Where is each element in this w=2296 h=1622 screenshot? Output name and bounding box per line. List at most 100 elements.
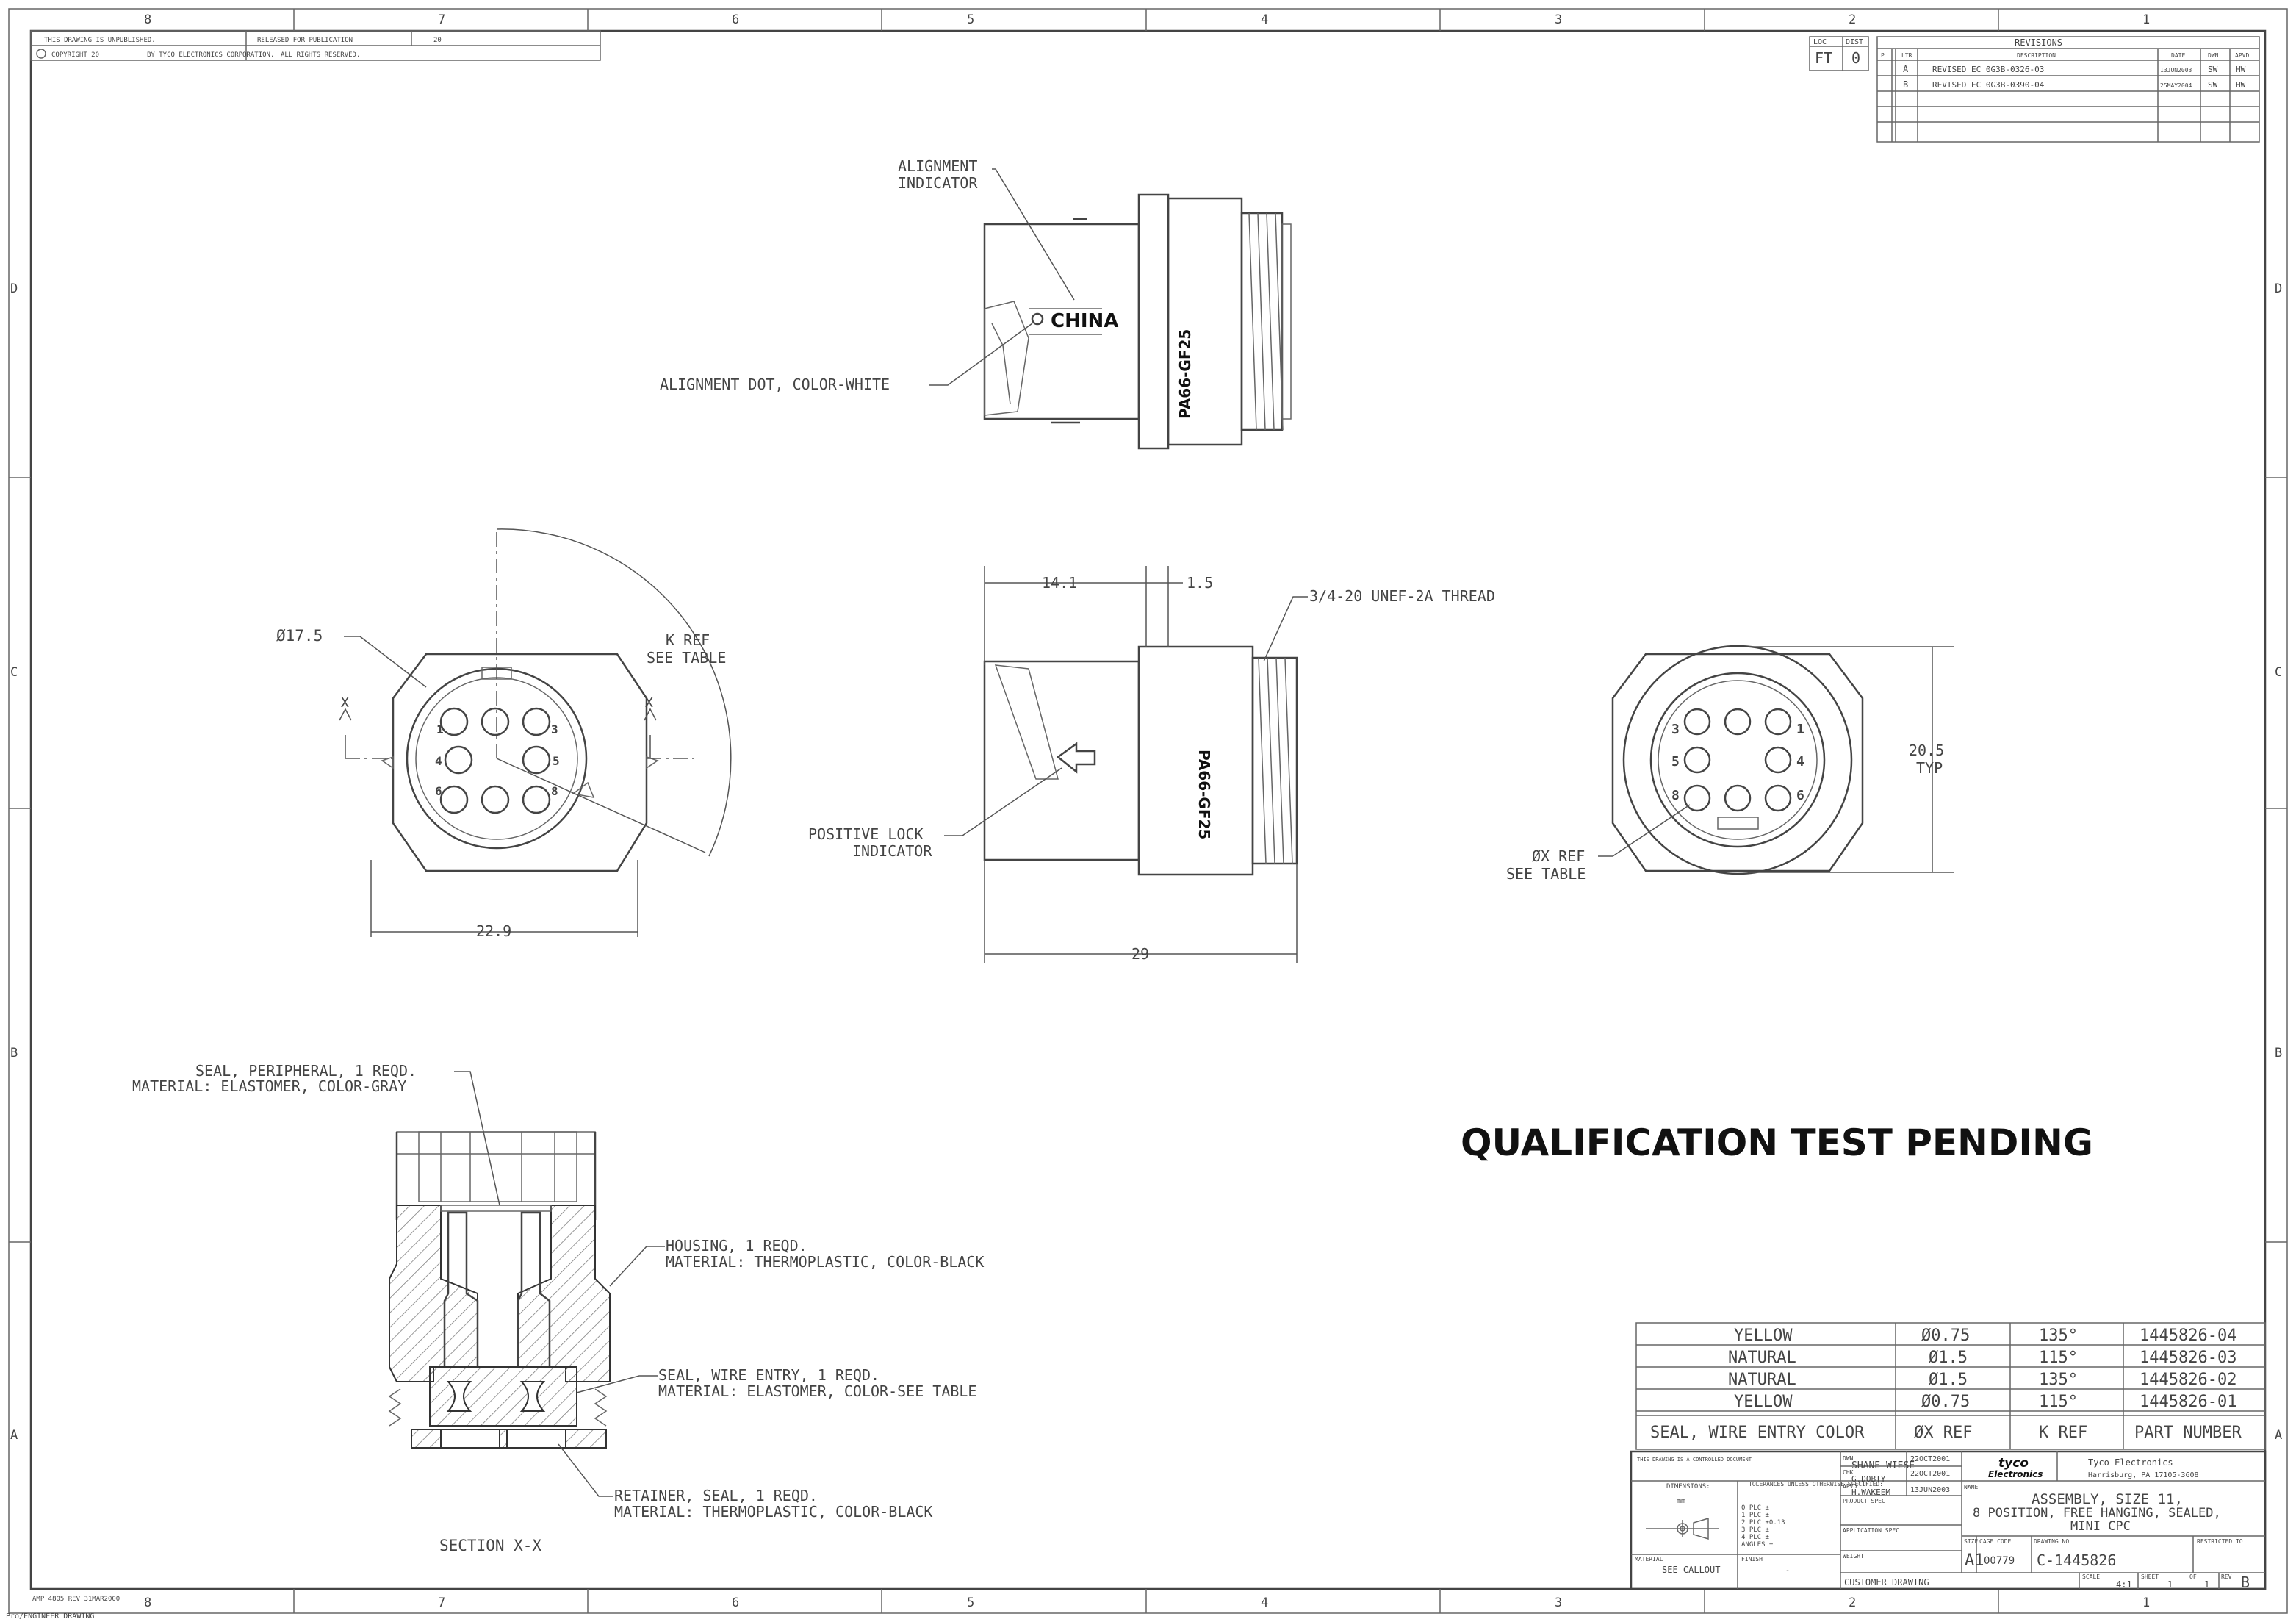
tyco-logo-subtext: Electronics xyxy=(1988,1469,2043,1479)
tyco-logo-text: tyco xyxy=(1998,1456,2029,1471)
tb-material-label: MATERIAL xyxy=(1635,1556,1663,1562)
retainer-line2: MATERIAL: THERMOPLASTIC, COLOR-BLACK xyxy=(614,1503,932,1521)
pt-row4-color: YELLOW xyxy=(1734,1393,1793,1411)
alignment-indicator-callout: ALIGNMENT INDICATOR ALIGNMENT DOT, COLOR… xyxy=(660,157,1075,393)
front-view: 1 3 4 5 6 8 X X 22.9 Ø17.5 K REF SEE TAB… xyxy=(276,528,732,940)
front-pin xyxy=(522,745,551,775)
zone-bottom-5: 5 xyxy=(967,1596,974,1610)
x-ref-label: ØX REF xyxy=(1532,847,1585,865)
zone-bottom-4: 4 xyxy=(1261,1596,1268,1610)
dist-label: DIST xyxy=(1846,38,1863,46)
copyright-notice: THIS DRAWING IS UNPUBLISHED. RELEASED FO… xyxy=(30,30,601,61)
pt-row2-x: Ø1.5 xyxy=(1929,1349,1968,1367)
pt-row2-color: NATURAL xyxy=(1728,1349,1796,1367)
pt-row3-pn: 1445826-02 xyxy=(2140,1371,2236,1389)
zone-left-c: C xyxy=(10,665,18,680)
revisions-table: REVISIONS P LTR DESCRIPTION DATE DWN APV… xyxy=(1876,36,2260,143)
rev-b-dwn: SW xyxy=(2208,80,2218,90)
zone-top-1: 1 xyxy=(2142,12,2150,27)
section-callouts: SEAL, PERIPHERAL, 1 REQD. MATERIAL: ELAS… xyxy=(132,1062,984,1521)
zone-right-c: C xyxy=(2275,665,2282,680)
china-marking: CHINA xyxy=(1051,310,1118,332)
front-pin xyxy=(481,785,510,814)
pt-header-pn: PART NUMBER xyxy=(2134,1424,2242,1442)
zone-left-d: D xyxy=(10,281,18,296)
rev-a-date: 13JUN2003 xyxy=(2160,67,2192,73)
tb-scale-value: 4:1 xyxy=(2116,1579,2132,1590)
zone-right-d: D xyxy=(2275,281,2282,296)
zone-top-7: 7 xyxy=(438,12,445,27)
pt-row1-color: YELLOW xyxy=(1734,1327,1793,1345)
rev-a-description: REVISED EC 0G3B-0326-03 xyxy=(1932,65,2044,74)
tb-chk-date: 22OCT2001 xyxy=(1910,1470,1950,1478)
tb-finish-value: - xyxy=(1785,1567,1790,1575)
alignment-dot-label: ALIGNMENT DOT, COLOR-WHITE xyxy=(660,376,890,393)
rear-pin xyxy=(1683,746,1711,774)
tb-size-label: SIZE xyxy=(1964,1538,1978,1545)
tb-cage-label: CAGE CODE xyxy=(1979,1538,2012,1545)
notice-corporation: BY TYCO ELECTRONICS CORPORATION. xyxy=(147,51,274,59)
notice-year: 20 xyxy=(433,37,442,44)
rev-b-letter: B xyxy=(1903,79,1908,90)
notice-rights: ALL RIGHTS RESERVED. xyxy=(281,51,360,59)
rear-pin xyxy=(1724,708,1752,736)
tb-sheet-value: 1 xyxy=(2167,1579,2173,1590)
rear-pin-label: 6 xyxy=(1796,788,1804,803)
revisions-title: REVISIONS xyxy=(2015,37,2062,48)
tb-product-spec: PRODUCT SPEC xyxy=(1843,1498,1885,1504)
footer-software: Pro/ENGINEER DRAWING xyxy=(6,1612,94,1621)
pt-row4-x: Ø0.75 xyxy=(1921,1393,1970,1411)
tb-drawing-value: C-1445826 xyxy=(2037,1551,2116,1569)
seal-wire-line1: SEAL, WIRE ENTRY, 1 REQD. xyxy=(658,1366,879,1384)
k-ref-label: K REF xyxy=(666,631,710,649)
lock-arrow-icon xyxy=(1056,742,1096,774)
notice-unpublished: THIS DRAWING IS UNPUBLISHED. xyxy=(44,37,156,44)
thread-label: 3/4-20 UNEF-2A THREAD xyxy=(1309,587,1495,605)
seal-peripheral-line2: MATERIAL: ELASTOMER, COLOR-GRAY xyxy=(132,1077,406,1095)
tb-tol-row: 1 PLC ± xyxy=(1741,1512,1770,1519)
zone-top-6: 6 xyxy=(732,12,739,27)
zone-top-4: 4 xyxy=(1261,12,1268,27)
tb-dwn-label: DWN xyxy=(1843,1455,1854,1462)
section-x-left: X xyxy=(341,695,349,711)
rev-header-p: P xyxy=(1881,52,1885,59)
tb-tol-row: 4 PLC ± xyxy=(1741,1534,1770,1541)
front-pin-label: 5 xyxy=(553,754,560,768)
zone-top-3: 3 xyxy=(1555,12,1562,27)
rev-header-description: DESCRIPTION xyxy=(2017,52,2056,59)
loc-value: FT xyxy=(1815,49,1832,67)
zone-top-5: 5 xyxy=(967,12,974,27)
rev-header-dwn: DWN xyxy=(2208,52,2219,59)
pt-row3-k: 135° xyxy=(2039,1371,2078,1389)
zone-top-2: 2 xyxy=(1849,12,1856,27)
title-block: THIS DRAWING IS A CONTROLLED DOCUMENT DW… xyxy=(1630,1450,2267,1591)
part-number-table: YELLOW Ø0.75 135° 1445826-04 NATURAL Ø1.… xyxy=(1635,1322,2266,1450)
top-side-view: CHINA PA66-GF25 xyxy=(983,193,1292,450)
pt-row4-k: 115° xyxy=(2039,1393,2078,1411)
zone-bottom-2: 2 xyxy=(1849,1596,1856,1610)
tb-of-label: OF xyxy=(2189,1573,2197,1580)
material-marking-side: PA66-GF25 xyxy=(1195,750,1213,839)
tb-tol-row: 3 PLC ± xyxy=(1741,1526,1770,1534)
tb-notice: THIS DRAWING IS A CONTROLLED DOCUMENT xyxy=(1637,1457,1752,1463)
notice-copyright: COPYRIGHT 20 xyxy=(51,51,99,59)
section-x-right: X xyxy=(645,695,653,711)
seal-peripheral-line1: SEAL, PERIPHERAL, 1 REQD. xyxy=(195,1062,417,1080)
rear-pin-label: 4 xyxy=(1796,754,1804,769)
pt-row3-x: Ø1.5 xyxy=(1929,1371,1968,1389)
front-pin-label: 6 xyxy=(435,784,442,798)
zone-bottom-6: 6 xyxy=(732,1596,739,1610)
dim-29: 29 xyxy=(1131,945,1149,963)
tb-dimensions-unit: mm xyxy=(1677,1497,1685,1505)
pt-header-k: K REF xyxy=(2039,1424,2087,1442)
rear-pin xyxy=(1764,708,1792,736)
tb-scale-label: SCALE xyxy=(2082,1573,2100,1580)
pt-header-x: ØX REF xyxy=(1914,1424,1972,1442)
notice-released: RELEASED FOR PUBLICATION xyxy=(257,37,353,44)
housing-line1: HOUSING, 1 REQD. xyxy=(666,1237,807,1255)
section-view: SECTION X-X xyxy=(388,1131,611,1554)
section-title: SECTION X-X xyxy=(439,1537,541,1554)
side-view: PA66-GF25 14.1 1.5 29 3/4-20 UNEF-2A THR… xyxy=(808,566,1495,963)
rear-pin-label: 1 xyxy=(1796,722,1804,737)
tb-apvd-date: 13JUN2003 xyxy=(1910,1486,1950,1494)
